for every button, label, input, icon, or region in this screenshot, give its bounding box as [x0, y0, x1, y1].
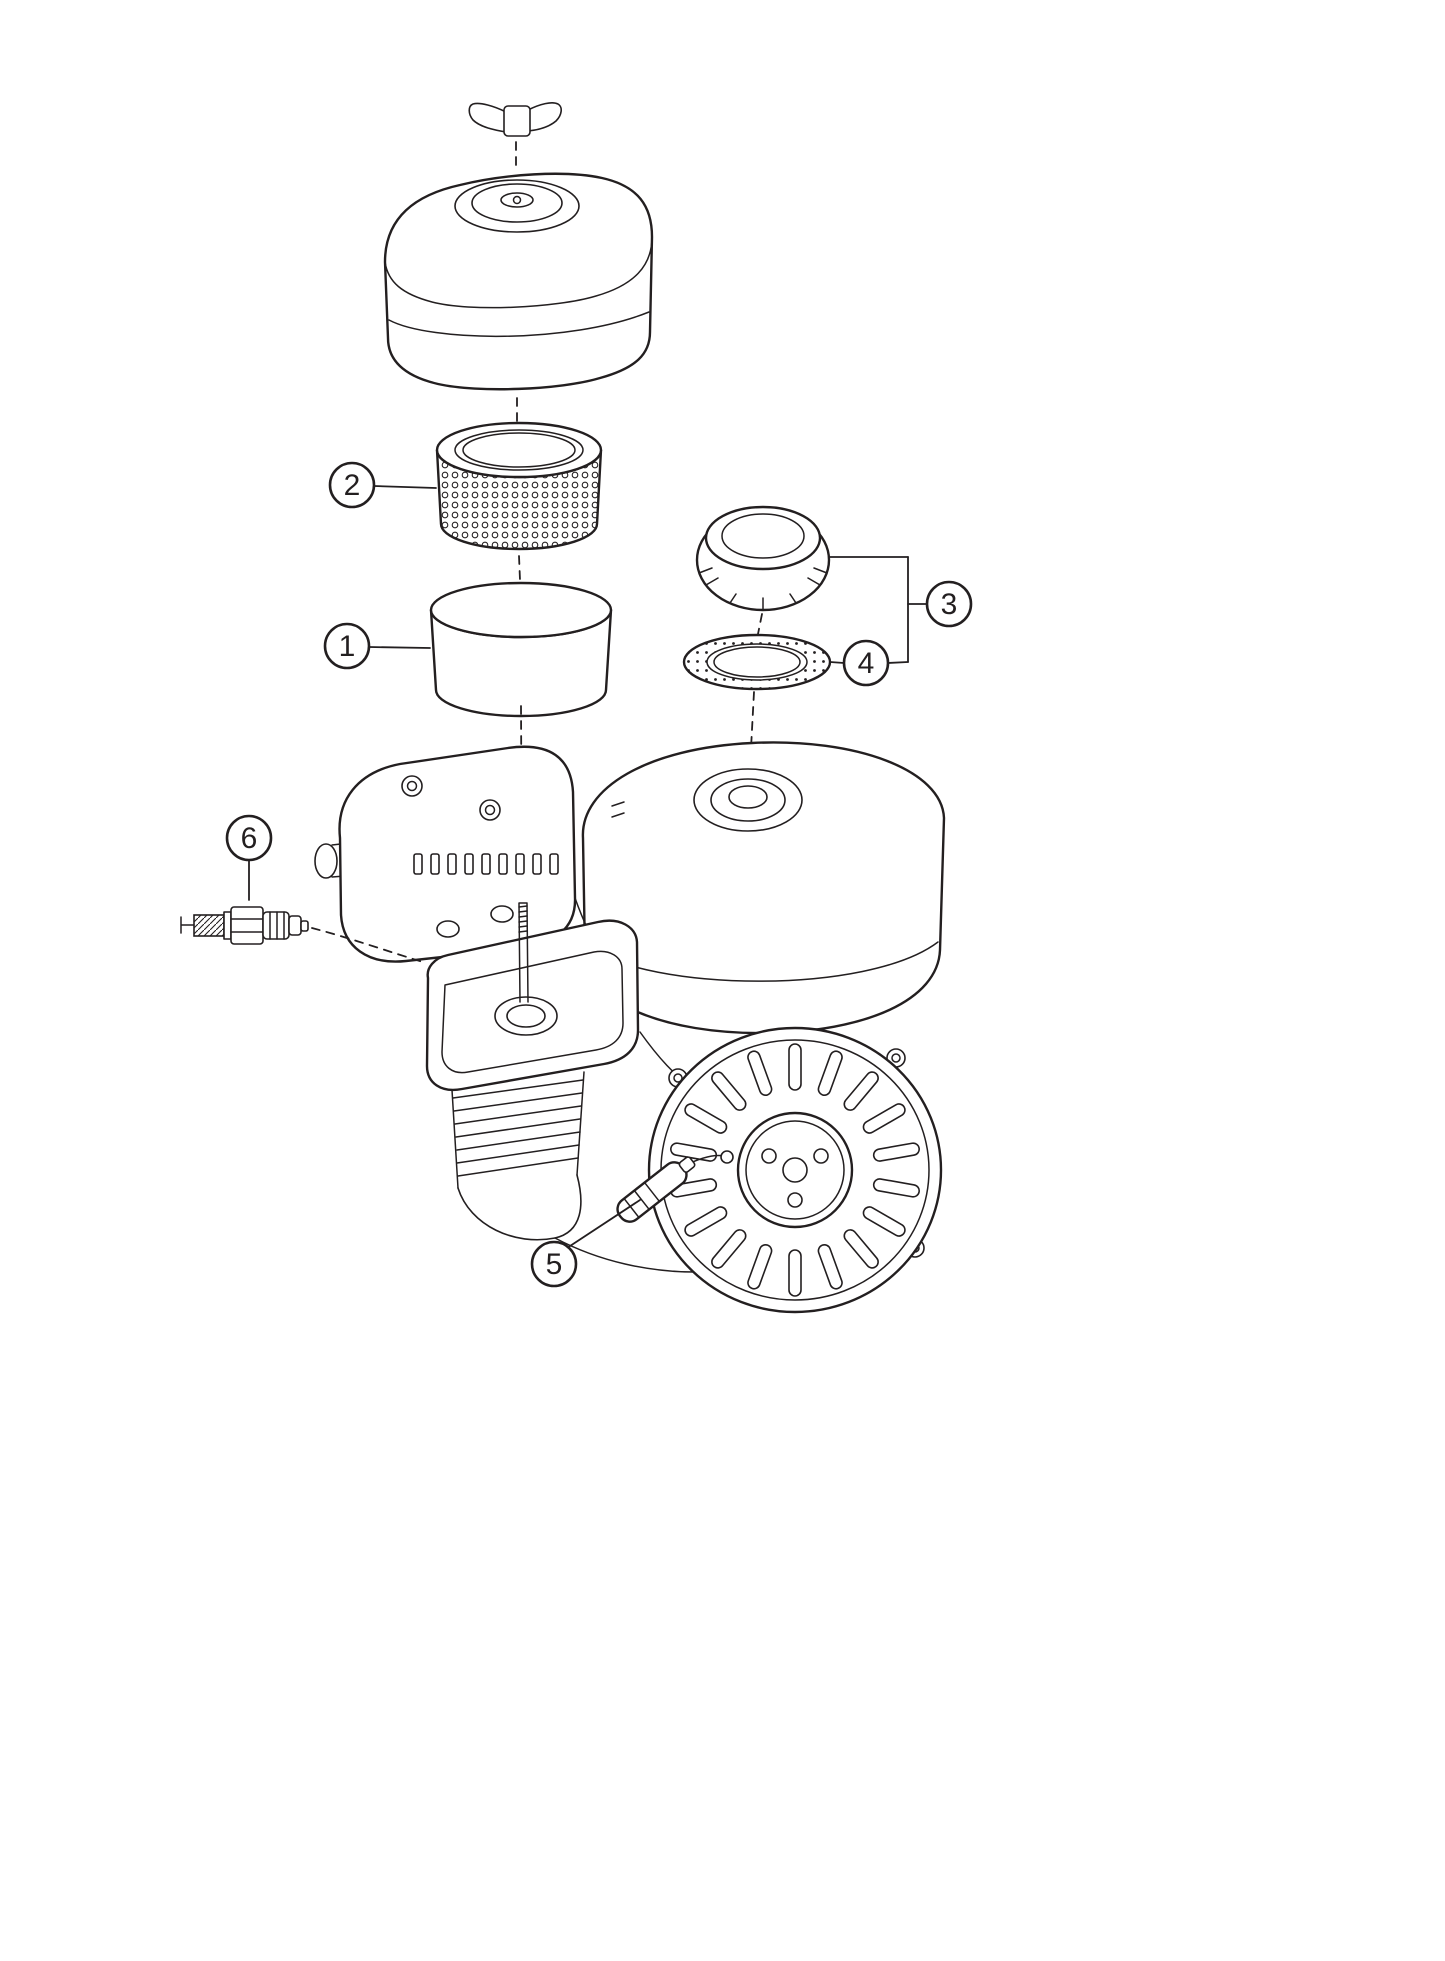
callout-5-number: 5	[546, 1248, 563, 1281]
assembly-axis-sparkplug	[311, 927, 427, 964]
callout-4-number: 4	[858, 647, 875, 680]
callout-5: 5	[530, 1240, 578, 1288]
spark-plug	[180, 906, 309, 945]
callout-4: 4	[842, 639, 890, 687]
callout-3-4-bracket	[829, 556, 928, 664]
wing-nut	[468, 102, 562, 137]
assembly-axis-filter	[518, 555, 521, 581]
starter-vent-slots	[670, 1043, 920, 1297]
callout-1-leader	[368, 646, 431, 649]
callout-6: 6	[225, 814, 273, 862]
callout-6-number: 6	[241, 822, 258, 855]
muffler	[314, 745, 577, 963]
air-cleaner-cover	[383, 172, 654, 391]
air-filter-element	[435, 421, 603, 551]
starter-handle	[616, 1150, 734, 1223]
fuel-tank	[581, 741, 946, 1035]
callout-2-number: 2	[344, 469, 361, 502]
callout-1-number: 1	[339, 630, 356, 663]
air-cleaner-base	[425, 902, 640, 1092]
fuel-cap	[695, 505, 831, 612]
muffler-outlet	[314, 843, 338, 879]
callout-3-number: 3	[941, 588, 958, 621]
filter-mounting-stud	[518, 902, 529, 1003]
cylinder-fins	[451, 1071, 585, 1241]
callout-1: 1	[323, 622, 371, 670]
callout-2-leader	[373, 485, 437, 489]
callout-3: 3	[925, 580, 973, 628]
muffler-vent-slots	[413, 853, 559, 875]
engine-assembly	[314, 741, 946, 1314]
recoil-starter	[647, 1026, 943, 1314]
callout-2: 2	[328, 461, 376, 509]
foam-filter-element	[429, 581, 613, 718]
fuel-strainer	[682, 633, 832, 691]
assembly-axis-cap	[757, 613, 763, 635]
callout-5-leader	[566, 1199, 641, 1249]
